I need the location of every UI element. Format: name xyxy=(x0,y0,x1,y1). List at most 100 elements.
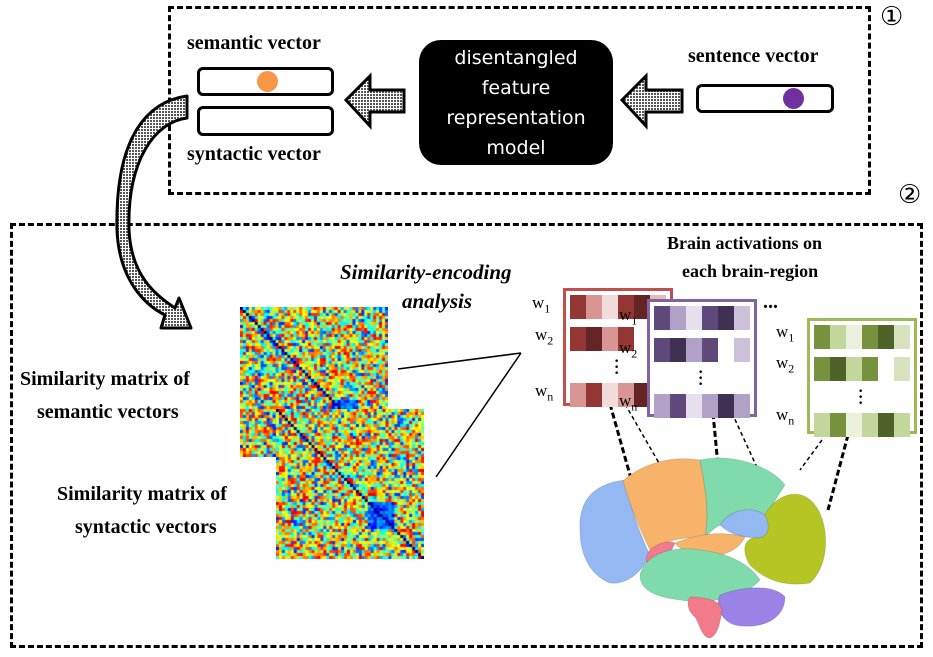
semantic-matrix-label-line1: Similarity matrix of xyxy=(20,368,190,390)
brain-stem-region xyxy=(687,596,723,639)
purple-panel-w2-label: w2 xyxy=(619,338,638,361)
brain-title-line2: each brain-region xyxy=(682,261,819,281)
activation-cell xyxy=(830,413,846,437)
red-panel-wn-label: wn xyxy=(535,381,554,404)
green-activation-row xyxy=(814,413,910,437)
green-panel-w2-label: w2 xyxy=(776,353,795,376)
brain-occipital-region xyxy=(744,493,827,585)
brain-illustration xyxy=(579,457,827,639)
brain-cerebellum-region xyxy=(717,587,786,627)
activation-cell xyxy=(846,325,862,349)
stage1-marker: ① xyxy=(880,2,904,32)
activation-cell xyxy=(654,338,670,362)
activation-cell xyxy=(618,327,634,351)
purple-activation-row xyxy=(654,338,750,362)
purple-activation-row xyxy=(654,306,750,330)
activation-cell xyxy=(634,327,650,351)
vertical-ellipsis: ··· xyxy=(698,364,704,393)
activation-cell xyxy=(602,383,618,407)
activation-cell xyxy=(862,357,878,381)
green-activation-row xyxy=(814,357,910,381)
activation-cell xyxy=(618,383,634,407)
analysis-title-line1: Similarity-encoding xyxy=(340,260,512,284)
activation-cell xyxy=(570,295,586,319)
activation-cell xyxy=(862,413,878,437)
green-activation-row xyxy=(814,325,910,349)
semantic-dot xyxy=(257,71,278,92)
curved-arrow-icon xyxy=(115,94,193,330)
purple-panel-wn-label: wn xyxy=(619,391,638,414)
red-panel-w2-label: w2 xyxy=(535,325,554,348)
activation-cell xyxy=(618,295,634,319)
activation-cell xyxy=(634,295,650,319)
activation-cell xyxy=(670,306,686,330)
activation-cell xyxy=(570,383,586,407)
semantic-vector-bar xyxy=(197,67,334,96)
green-activation-panel: ··· xyxy=(807,318,917,437)
syntactic-vector-bar xyxy=(197,106,334,136)
activation-cell xyxy=(686,338,702,362)
model-line-1: disentangled xyxy=(454,46,578,69)
arrow-to-model-icon xyxy=(619,72,684,130)
semantic-matrix-label-line2: semantic vectors xyxy=(37,401,179,423)
activation-cell xyxy=(734,338,750,362)
activation-cell xyxy=(634,383,650,407)
sentence-vector-label: sentence vector xyxy=(688,45,819,67)
activation-cell xyxy=(718,394,734,418)
activation-cell xyxy=(570,327,586,351)
activation-cell xyxy=(718,338,734,362)
vertical-ellipsis: ··· xyxy=(614,353,620,382)
activation-cell xyxy=(846,357,862,381)
activation-cell xyxy=(878,413,894,437)
activation-cell xyxy=(814,413,830,437)
activation-cell xyxy=(602,295,618,319)
model-line-2: feature xyxy=(481,76,551,99)
activation-cell xyxy=(718,306,734,330)
activation-cell xyxy=(654,394,670,418)
activation-cell xyxy=(586,327,602,351)
activation-cell xyxy=(846,413,862,437)
activation-cell xyxy=(862,325,878,349)
green-panel-w1-label: w1 xyxy=(776,322,795,345)
semantic-vector-label: semantic vector xyxy=(187,32,321,54)
activation-cell xyxy=(734,394,750,418)
activation-cell xyxy=(670,394,686,418)
red-panel-w1-label: w1 xyxy=(532,293,551,316)
activation-cell xyxy=(702,338,718,362)
arrow-to-vectors-icon xyxy=(343,72,406,130)
purple-activation-row xyxy=(654,394,750,418)
green-panel-wn-label: wn xyxy=(776,405,795,428)
activation-cell xyxy=(702,394,718,418)
activation-cell xyxy=(686,306,702,330)
stage2-marker: ② xyxy=(898,180,922,210)
stage2-box xyxy=(10,223,923,648)
disentangled-model-box: disentangled feature representation mode… xyxy=(419,40,613,165)
syntactic-vector-label: syntactic vector xyxy=(187,143,321,165)
purple-activation-panel: ··· xyxy=(647,299,757,418)
activation-cell xyxy=(830,325,846,349)
activation-cell xyxy=(830,357,846,381)
brain-title-line1: Brain activations on xyxy=(667,233,823,253)
model-line-3: representation xyxy=(446,106,586,129)
activation-cell xyxy=(702,306,718,330)
syntactic-matrix-label-line2: syntactic vectors xyxy=(75,516,217,538)
activation-cell xyxy=(602,327,618,351)
sentence-vector-bar xyxy=(696,84,834,113)
sentence-dot xyxy=(783,88,804,109)
activation-cell xyxy=(878,357,894,381)
activation-cell xyxy=(586,295,602,319)
activation-cell xyxy=(734,306,750,330)
analysis-title-line2: analysis xyxy=(402,289,473,313)
syntactic-similarity-matrix xyxy=(276,409,424,559)
activation-cell xyxy=(894,325,910,349)
brain-temporal-region xyxy=(639,548,761,602)
vertical-ellipsis: ··· xyxy=(858,383,864,412)
activation-cell xyxy=(878,325,894,349)
activation-cell xyxy=(670,338,686,362)
model-line-4: model xyxy=(486,136,546,159)
activation-cell xyxy=(586,383,602,407)
activation-cell xyxy=(814,357,830,381)
purple-panel-w1-label: w1 xyxy=(619,305,638,328)
syntactic-matrix-label-line1: Similarity matrix of xyxy=(57,483,227,505)
activation-cell xyxy=(894,357,910,381)
